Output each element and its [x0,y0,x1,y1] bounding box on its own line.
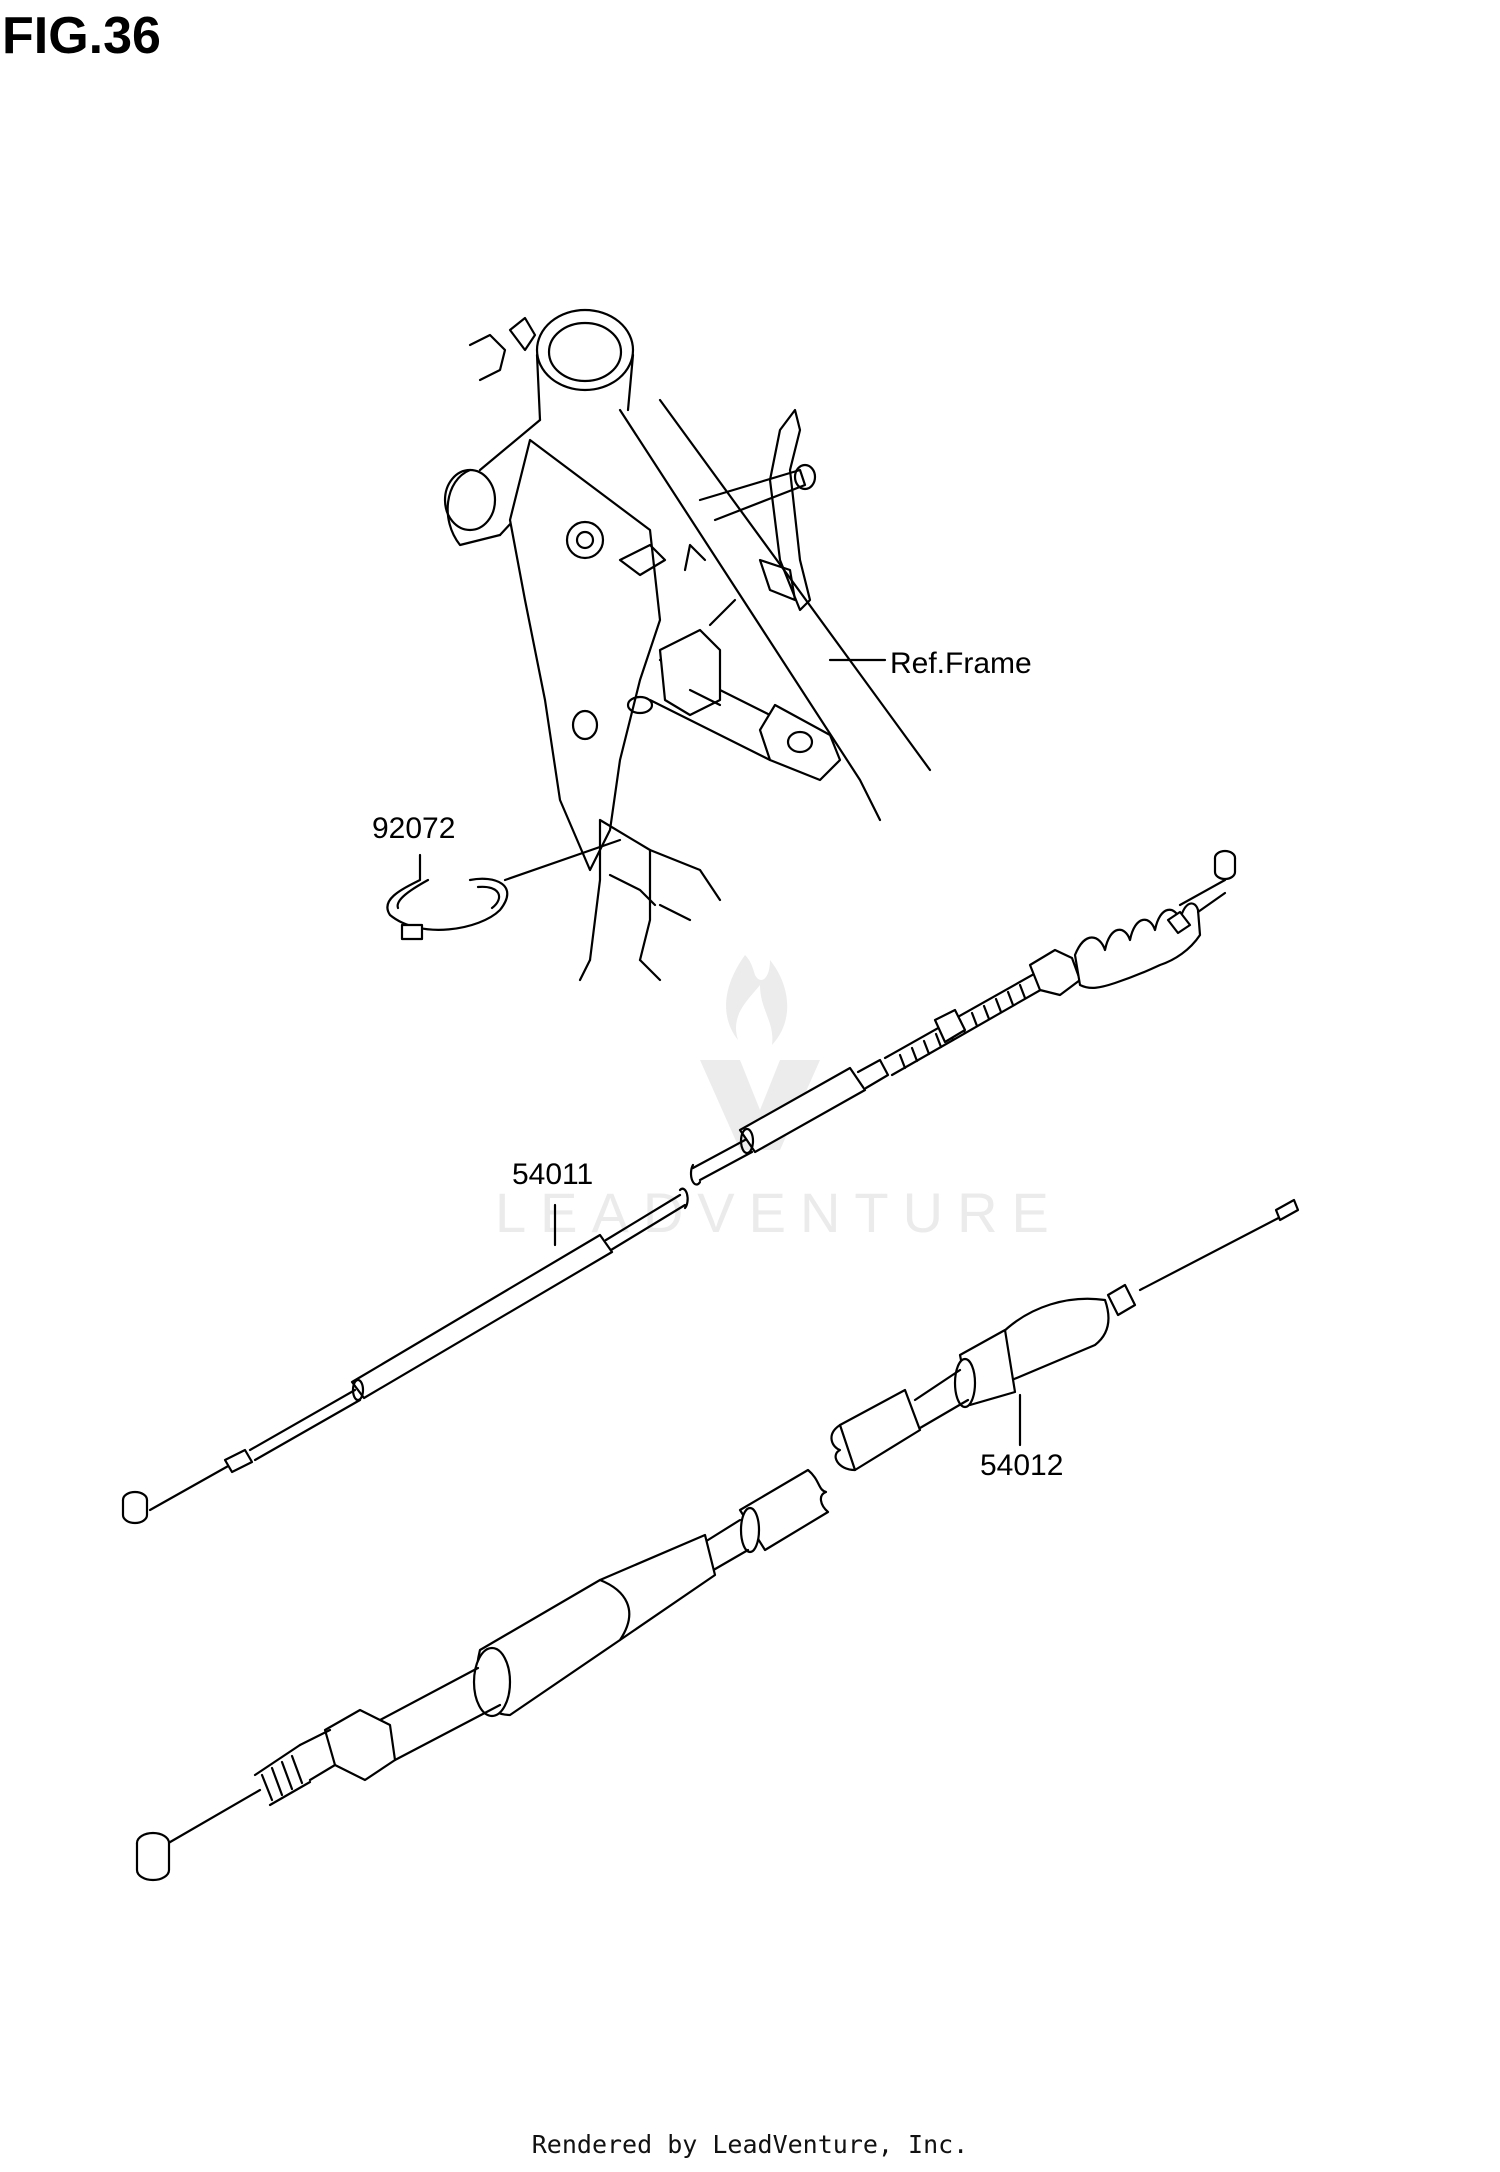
cable-54011-nipple-right [1213,858,1237,881]
cable-54012-segment-left [738,1468,830,1552]
frame-drawing [443,308,932,982]
cable-54011-casing-mid [604,1193,687,1252]
steering-head-inner [547,321,623,383]
cable-54011-hex-fitting [1028,948,1082,997]
watermark-text: LEADVENTURE [495,1181,1063,1244]
cable-54012-hex-fitting [323,1708,397,1782]
band-leader [503,838,622,882]
lower-down-tube [588,818,652,962]
cable-54011-drawing [121,849,1237,1525]
gusset-hole-upper-inner [575,530,595,550]
gusset-lug [618,543,667,577]
lower-frame-edge [648,848,722,922]
watermark: LEADVENTURE [495,955,1063,1244]
cable-54012-wire-right [1138,1210,1292,1292]
cable-54012-threads [260,1754,304,1802]
ref-frame-label: Ref.Frame [890,647,1032,680]
cable-54012-adjuster-body [253,1743,312,1807]
cable-54012-part-number: 54012 [980,1449,1063,1482]
cross-tube-end [793,463,817,491]
cable-54012-break-right [830,1423,857,1472]
bracket-edge [688,688,722,707]
cable-54011-wire-end [1178,878,1227,907]
cable-54012-casing-left [378,1666,502,1762]
top-tube-lower [658,398,932,772]
figure-title: FIG.36 [2,7,161,65]
cable-54012-casing-right [913,1368,970,1430]
cable-54011-ferrule-left [223,1448,254,1474]
cable-54011-wire-right [1196,891,1227,914]
band-strap [386,853,509,931]
cross-member-plate [758,703,842,782]
cable-54011-sleeve-left-end [351,1378,365,1402]
cable-54011-wire-left [148,1463,232,1512]
footer-credit: Rendered by LeadVenture, Inc. [531,2130,969,2159]
cable-54012-wire-left [163,1788,262,1847]
cable-54012-nipple-left [135,1843,171,1882]
cable-54011-break-left [678,1187,689,1210]
cable-54012-drawing [135,1198,1300,1882]
top-tube-upper [618,408,882,822]
cross-member-bracket [658,628,722,717]
gusset-hole-upper [565,520,605,560]
band-strap-inner [396,878,501,910]
down-tube-clamp [608,873,657,907]
gusset-hole-lower [571,709,599,741]
cable-54011-ferrule-right [1166,910,1192,935]
cable-54012-segment-left-end [739,1506,761,1554]
cable-54011-sleeve-left [350,1233,614,1400]
cable-54011-sleeve-right-end [739,1127,755,1155]
lower-tube-ends [578,958,662,982]
cable-54011-adjuster-body [883,963,1060,1077]
cable-54011-break-right [689,1163,702,1186]
frame-tabs [683,543,737,627]
cable-54012-fitting-right [1106,1283,1137,1317]
upper-right-bracket [768,408,812,612]
bracket-foot [758,558,797,602]
cross-tube [698,468,807,522]
head-bracket [468,333,507,382]
head-tab [508,316,537,352]
band-part-number: 92072 [372,812,455,845]
steering-head-tube [535,353,635,422]
down-tube-collar [446,468,502,547]
cable-54011-casing-left [248,1388,362,1462]
band-drawing [386,838,622,941]
cable-54011-part-number: 54011 [512,1158,593,1191]
cable-54012-sleeve-left-end [472,1646,512,1718]
gusset-bolt [626,695,654,715]
cable-54011-sleeve-right [738,1066,867,1154]
down-tube-end [443,468,497,532]
cable-54012-segment-right [838,1388,922,1472]
cable-54012-taper-end [953,1357,977,1409]
cable-54012-nut-edge [298,1728,337,1782]
gusset-plate [508,438,662,872]
cable-54011-cap [856,1058,890,1090]
plate-hole [786,730,814,754]
cable-54011-casing-right [691,1138,754,1182]
cable-54012-sleeve-right [998,1297,1110,1387]
cable-54012-tip-right [1274,1198,1300,1222]
cable-54011-nipple-left [121,1500,149,1525]
band-buckle [400,923,424,941]
cable-54011-locknut [933,1008,967,1044]
